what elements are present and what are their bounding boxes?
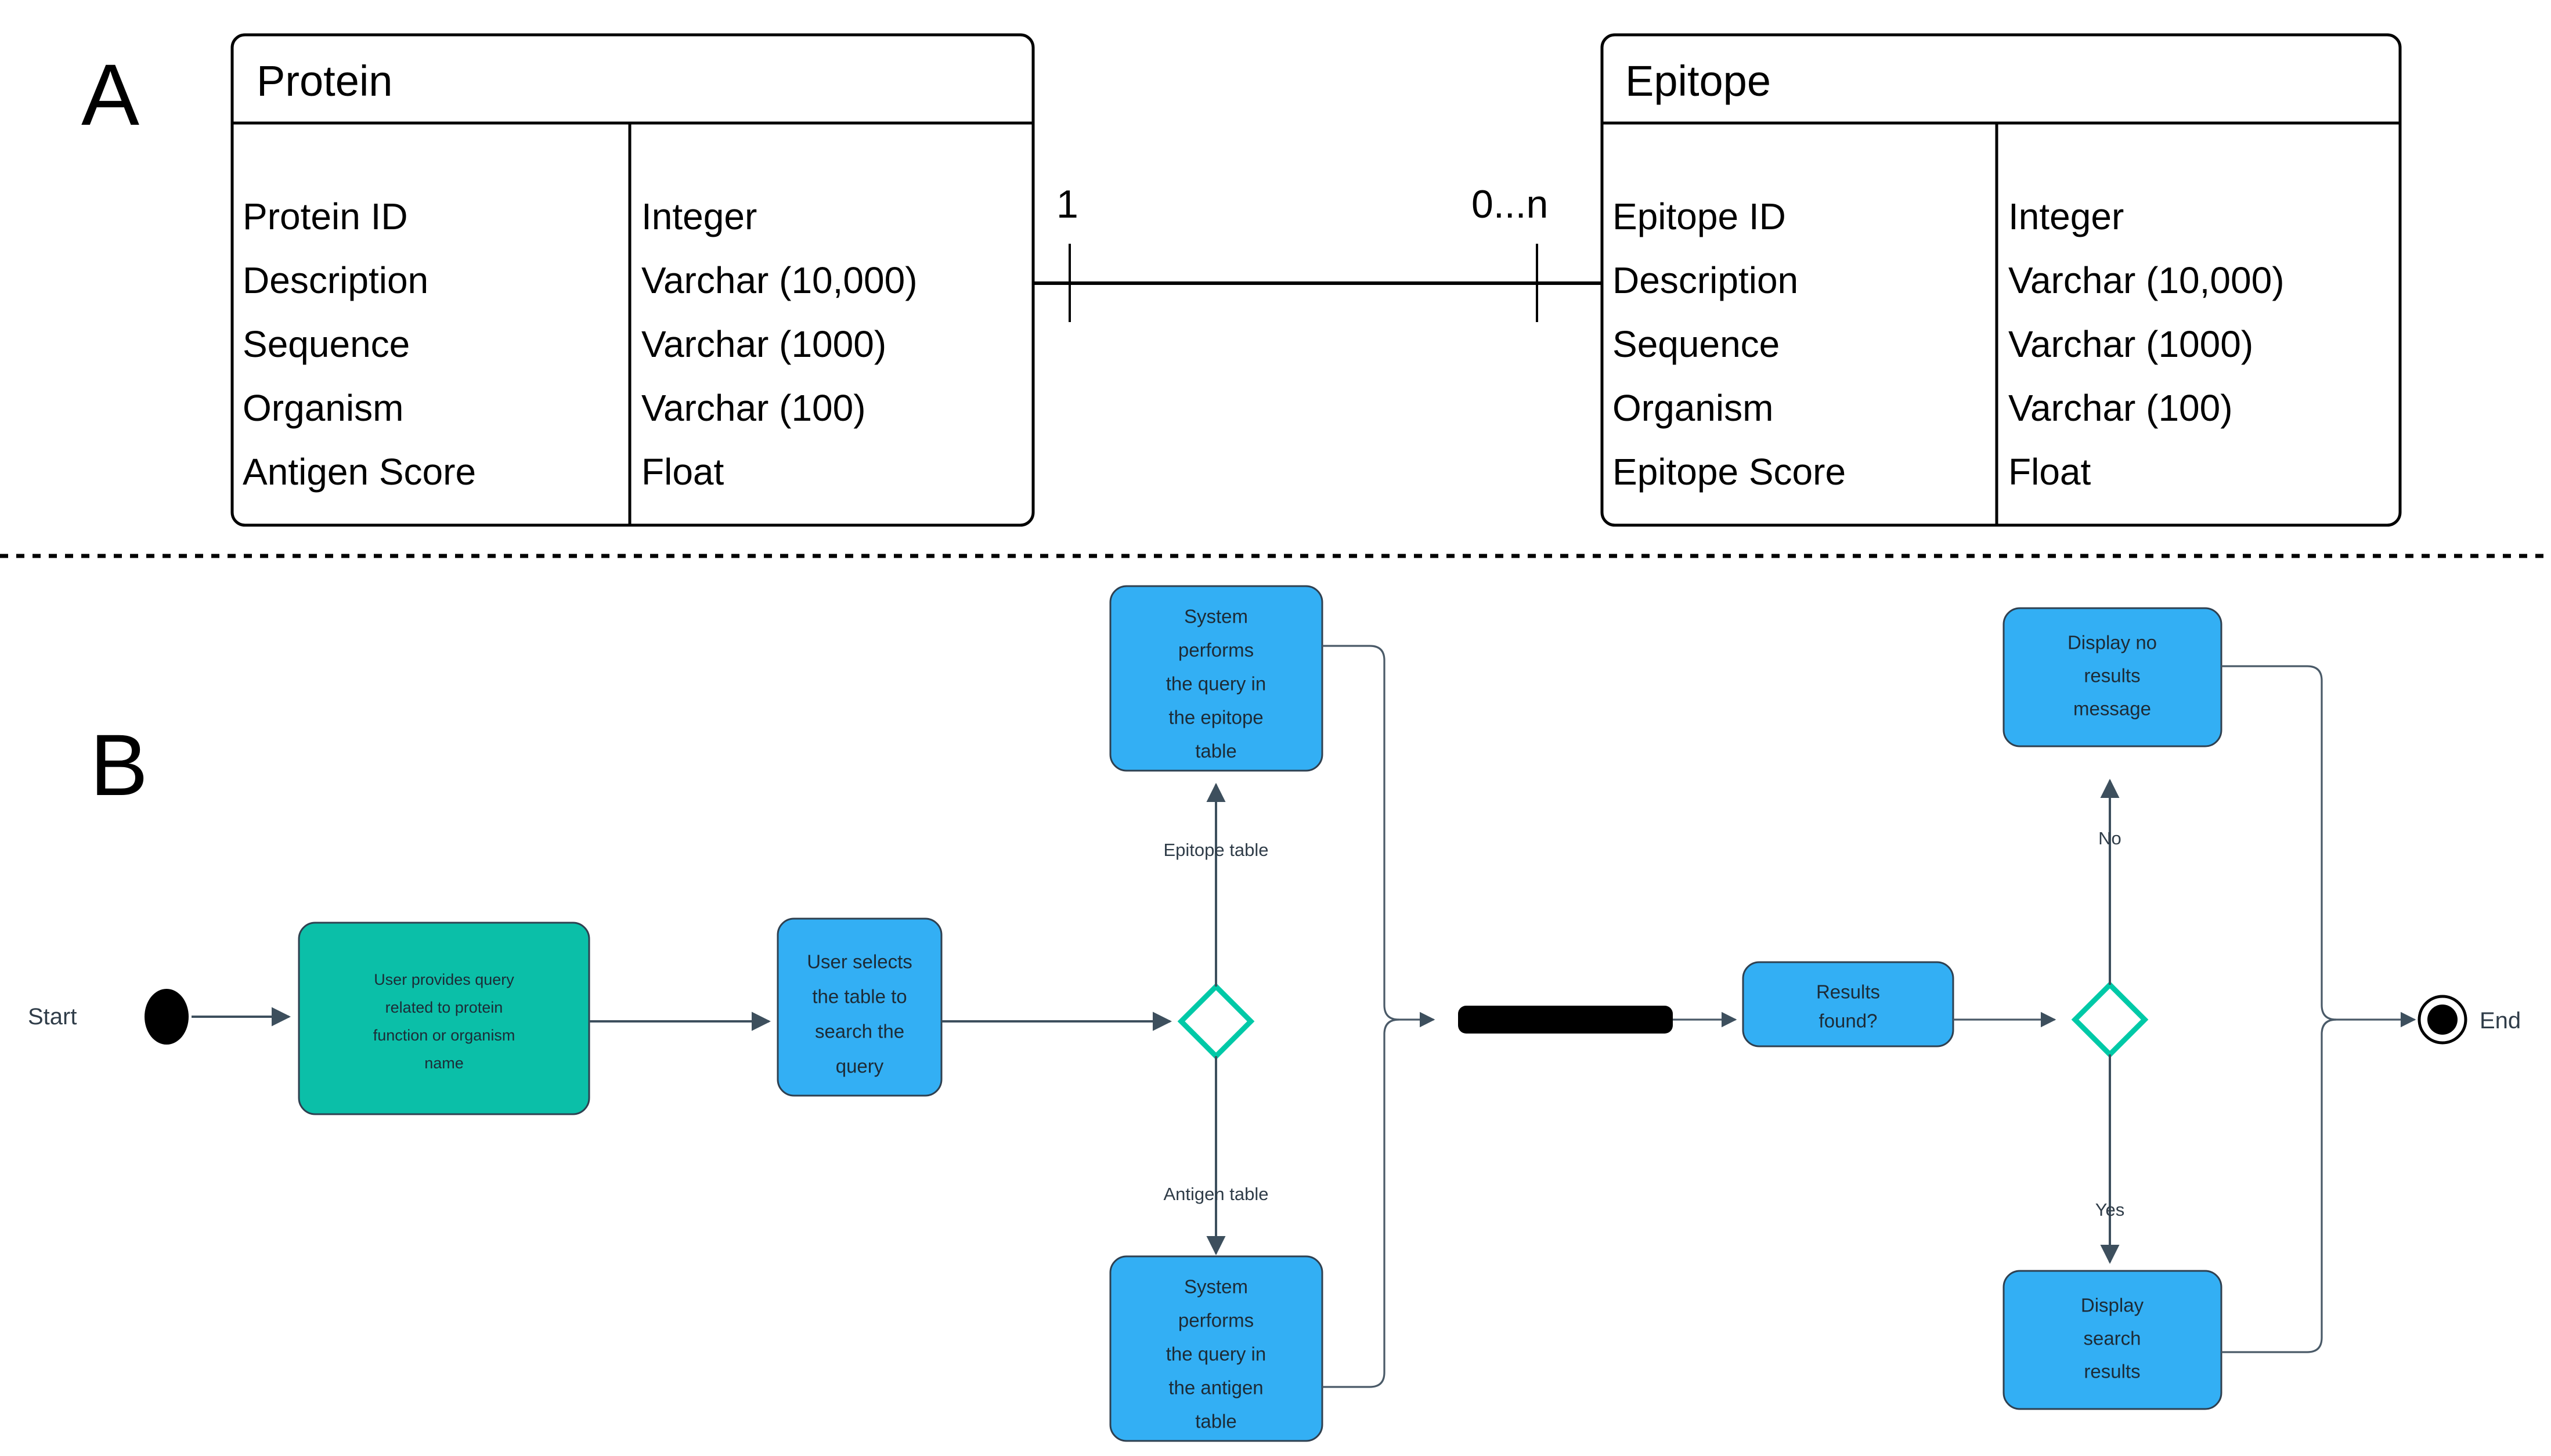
node-query-epitope-table: System performs the query in the epitope…	[1109, 585, 1323, 772]
node-display-no-results: Display no results message	[2002, 607, 2222, 747]
protein-type-0: Integer	[641, 196, 757, 237]
protein-field-3: Organism	[243, 387, 403, 429]
search-results-line-0: Display	[2081, 1295, 2144, 1316]
epitope-field-2: Sequence	[1612, 323, 1780, 365]
edge-epitope-to-join	[1322, 645, 1435, 1028]
search-results-line-1: search	[2083, 1328, 2141, 1349]
protein-field-1: Description	[243, 259, 428, 301]
panel-b-label: B	[90, 716, 148, 814]
decision-results-found	[2071, 981, 2149, 1058]
node-display-search-results: Display search results	[2002, 1270, 2222, 1410]
join-bar	[1458, 1006, 1673, 1034]
end-node	[2418, 995, 2467, 1045]
query-antigen-box	[1109, 1255, 1323, 1442]
edge-label-no: No	[2098, 828, 2121, 848]
user-query-line-1: related to protein	[385, 999, 503, 1016]
results-found-line-0: Results	[1816, 981, 1880, 1003]
epitope-entity-title: Epitope	[1625, 57, 1771, 105]
query-antigen-line-0: System	[1184, 1276, 1248, 1298]
user-query-line-3: name	[424, 1054, 464, 1072]
no-results-box	[2002, 607, 2222, 747]
epitope-field-4: Epitope Score	[1612, 451, 1846, 493]
protein-type-2: Varchar (1000)	[641, 323, 886, 365]
epitope-field-0: Epitope ID	[1612, 196, 1786, 237]
results-found-box	[1742, 961, 1954, 1047]
epitope-field-3: Organism	[1612, 387, 1773, 429]
node-results-found: Results found?	[1742, 961, 1954, 1047]
panel-a-label: A	[81, 46, 139, 143]
select-table-line-3: query	[836, 1056, 884, 1077]
query-antigen-line-1: performs	[1178, 1310, 1254, 1331]
query-epitope-box	[1109, 585, 1323, 772]
er-entity-protein: Protein Protein ID Description Sequence …	[230, 33, 1035, 527]
edge-search-results-to-end	[2221, 1018, 2337, 1353]
protein-field-4: Antigen Score	[243, 451, 476, 493]
epitope-entity-box	[1600, 33, 2402, 527]
no-results-line-2: message	[2073, 698, 2151, 720]
no-results-line-1: results	[2084, 665, 2140, 687]
select-table-line-1: the table to	[812, 986, 907, 1007]
query-antigen-line-3: the antigen	[1168, 1377, 1263, 1399]
query-epitope-line-4: table	[1195, 740, 1237, 762]
query-antigen-line-2: the query in	[1166, 1343, 1266, 1365]
epitope-type-4: Float	[2008, 451, 2091, 493]
protein-field-0: Protein ID	[243, 196, 408, 237]
node-user-provides-query: User provides query related to protein f…	[298, 922, 590, 1115]
node-user-selects-table: User selects the table to search the que…	[777, 917, 943, 1097]
er-entity-epitope: Epitope Epitope ID Description Sequence …	[1600, 33, 2402, 527]
results-found-line-1: found?	[1819, 1010, 1878, 1032]
protein-entity-title: Protein	[257, 57, 392, 105]
search-results-box	[2002, 1270, 2222, 1410]
end-label: End	[2480, 1008, 2521, 1034]
query-epitope-line-2: the query in	[1166, 673, 1266, 695]
protein-type-4: Float	[641, 451, 724, 493]
start-node	[145, 989, 189, 1045]
protein-entity-box	[230, 33, 1035, 527]
node-query-antigen-table: System performs the query in the antigen…	[1109, 1255, 1323, 1442]
protein-type-1: Varchar (10,000)	[641, 259, 918, 301]
no-results-line-0: Display no	[2067, 632, 2157, 653]
cardinality-left: 1	[1056, 182, 1078, 226]
search-results-line-2: results	[2084, 1361, 2140, 1382]
query-epitope-line-1: performs	[1178, 640, 1254, 661]
epitope-type-2: Varchar (1000)	[2008, 323, 2253, 365]
edge-no-results-to-end	[2221, 665, 2416, 1028]
select-table-box	[777, 917, 943, 1097]
end-node-dot	[2427, 1005, 2458, 1035]
edge-label-yes: Yes	[2095, 1200, 2125, 1220]
user-query-line-0: User provides query	[374, 971, 514, 988]
protein-type-3: Varchar (100)	[641, 387, 866, 429]
edge-label-epitope-table: Epitope table	[1164, 840, 1269, 860]
user-query-box	[298, 922, 590, 1115]
query-epitope-line-0: System	[1184, 606, 1248, 627]
user-query-line-2: function or organism	[373, 1027, 515, 1044]
select-table-line-2: search the	[815, 1021, 904, 1042]
query-antigen-line-4: table	[1195, 1411, 1237, 1432]
er-relationship-connector: 1 0...n	[1033, 182, 1602, 322]
select-table-line-0: User selects	[807, 951, 912, 973]
epitope-field-1: Description	[1612, 259, 1798, 301]
protein-field-2: Sequence	[243, 323, 410, 365]
epitope-type-0: Integer	[2008, 196, 2124, 237]
cardinality-right: 0...n	[1471, 182, 1548, 226]
decision-table-choice	[1177, 982, 1255, 1060]
epitope-type-1: Varchar (10,000)	[2008, 259, 2285, 301]
edge-label-antigen-table: Antigen table	[1164, 1184, 1269, 1204]
query-epitope-line-3: the epitope	[1168, 707, 1263, 728]
start-label: Start	[28, 1004, 77, 1029]
edge-antigen-to-join	[1322, 1018, 1399, 1388]
epitope-type-3: Varchar (100)	[2008, 387, 2233, 429]
